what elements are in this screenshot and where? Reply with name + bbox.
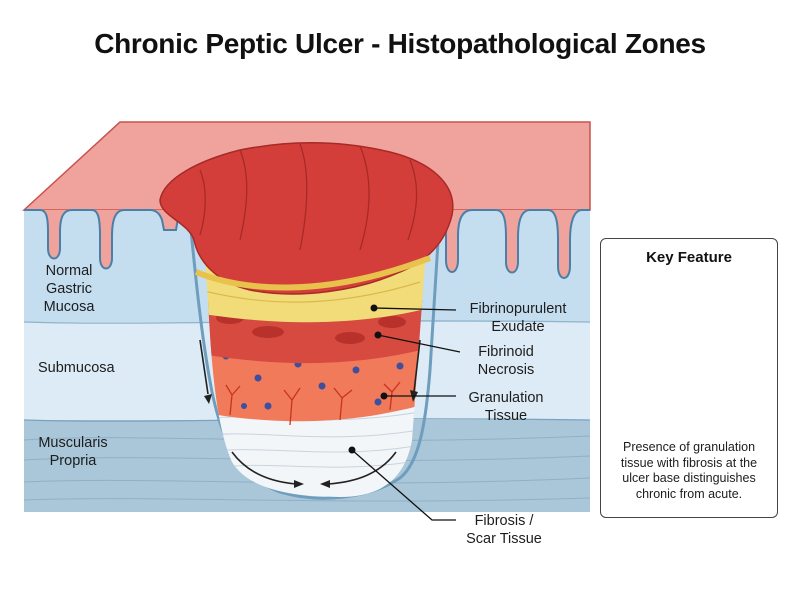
label-fibrinopurulent-exudate: Fibrinopurulent Exudate [458, 300, 578, 336]
label-normal-mucosa-line2: Gastric [46, 281, 92, 297]
label-necrosis-line2: Necrosis [477, 362, 535, 378]
key-feature-title: Key Feature [646, 249, 732, 266]
key-feature-panel: Key Feature Presence of granulation tiss… [600, 238, 778, 518]
page-title: Chronic Peptic Ulcer - Histopathological… [94, 28, 706, 59]
label-normal-mucosa-line3: Mucosa [43, 299, 95, 315]
label-submucosa: Submucosa [38, 360, 115, 376]
label-normal-mucosa-line1: Normal [45, 263, 93, 279]
label-fibrosis-line1: Fibrosis / [474, 513, 534, 529]
label-granulation-tissue: Granulation Tissue [458, 389, 554, 425]
label-fibrinoid-necrosis: Fibrinoid Necrosis [466, 343, 546, 379]
label-exudate-line1: Fibrinopurulent [469, 301, 567, 317]
label-granulation-line1: Granulation [468, 390, 544, 406]
gastric-pits [24, 204, 201, 270]
key-feature-caption: Presence of granulation tissue with fibr… [620, 440, 758, 501]
label-muscularis-line2: Propria [49, 453, 97, 469]
ulcer-crater [159, 141, 454, 295]
label-necrosis-line1: Fibrinoid [478, 344, 534, 360]
label-muscularis-propria: Muscularis Propria [28, 434, 118, 470]
label-granulation-line2: Tissue [484, 408, 528, 424]
label-muscularis-line1: Muscularis [38, 435, 108, 451]
label-exudate-line2: Exudate [491, 319, 545, 335]
label-fibrosis-scar: Fibrosis / Scar Tissue [458, 512, 550, 548]
label-fibrosis-line2: Scar Tissue [466, 531, 542, 547]
label-normal-mucosa: Normal Gastric Mucosa [26, 262, 112, 316]
